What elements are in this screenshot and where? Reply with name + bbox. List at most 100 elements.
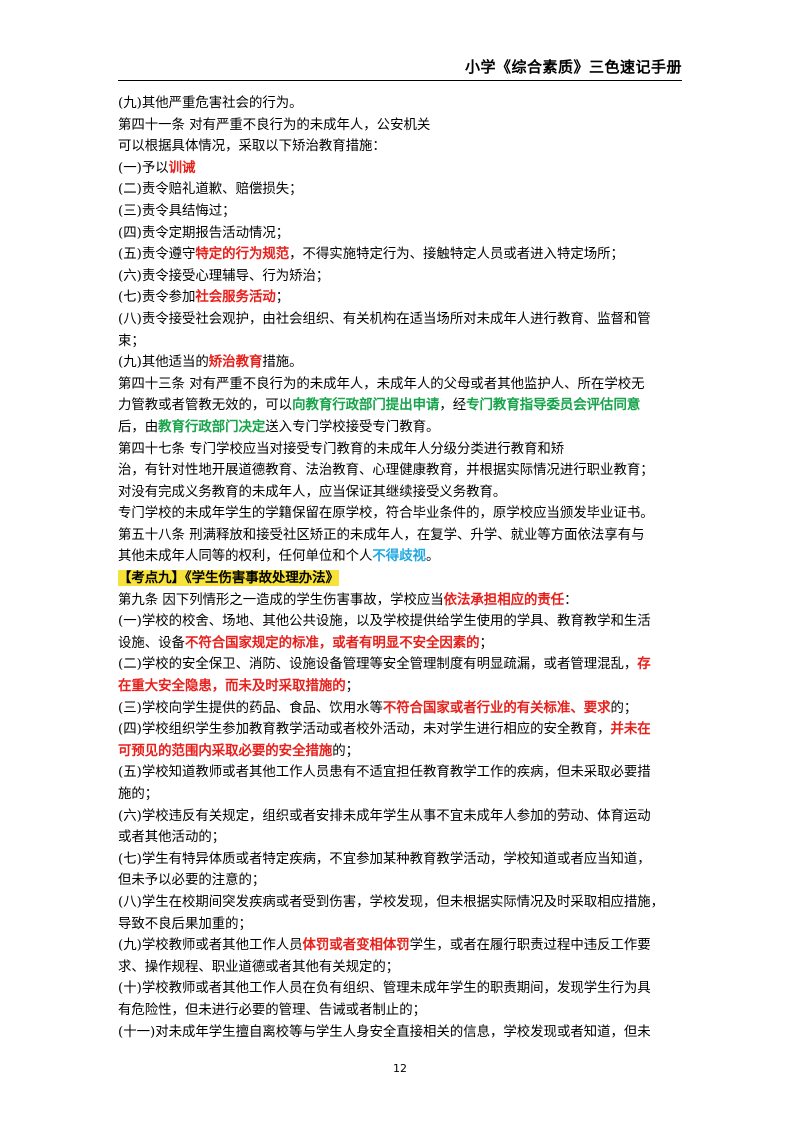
text-line: (八)学生在校期间突发疾病或者受到伤害，学校发现，但未根据实际情况及时采取相应措… [118, 892, 684, 914]
text-line: (七)责令参加社会服务活动； [118, 287, 684, 309]
text-line: 【考点九】《学生伤害事故处理办法》 [118, 568, 684, 590]
text-line: (二)学校的安全保卫、消防、设施设备管理等安全管理制度有明显疏漏，或者管理混乱，… [118, 654, 684, 676]
text-line: (十)学校教师或者其他工作人员在负有组织、管理未成年学生的职责期间，发现学生行为… [118, 978, 684, 1000]
body-text: 第五十八条 刑满释放和接受社区矫正的未成年人，在复学、升学、就业等方面依法享有与 [118, 527, 645, 543]
text-line: (九)学校教师或者其他工作人员体罚或者变相体罚学生，或者在履行职责过程中违反工作… [118, 935, 684, 957]
body-text: 后，由 [118, 419, 159, 435]
text-line: (九)其他严重危害社会的行为。 [118, 93, 684, 115]
text-line: 设施、设备不符合国家规定的标准，或者有明显不安全因素的； [118, 633, 684, 655]
text-line: (十一)对未成年学生擅自离校等与学生人身安全直接相关的信息，学校发现或者知道，但… [118, 1022, 684, 1044]
text-line: (八)责令接受社会观护，由社会组织、有关机构在适当场所对未成年人进行教育、监督和… [118, 309, 684, 331]
header-divider [118, 80, 682, 81]
body-text: (八)学生在校期间突发疾病或者受到伤害，学校发现，但未根据实际情况及时采取相应措… [118, 894, 665, 910]
text-line: 对没有完成义务教育的未成年人，应当保证其继续接受义务教育。 [118, 482, 684, 504]
text-line: 导致不良后果加重的； [118, 914, 684, 936]
emphasis-text-red: 体罚或者变相体罚 [302, 937, 410, 954]
text-line: (九)其他适当的矫治教育措施。 [118, 352, 684, 374]
text-line: (一)予以训诫 [118, 158, 684, 180]
text-line: 其他未成年人同等的权利，任何单位和个人不得歧视。 [118, 546, 684, 568]
body-text: (三)责令具结悔过； [118, 203, 236, 219]
text-line: (三)责令具结悔过； [118, 201, 684, 223]
page-number: 12 [393, 1062, 407, 1075]
body-text: ； [345, 679, 360, 695]
body-text: 可以根据具体情况，采取以下矫治教育措施： [118, 139, 386, 155]
text-line: 第五十八条 刑满释放和接受社区矫正的未成年人，在复学、升学、就业等方面依法享有与 [118, 525, 684, 547]
body-text: 但未予以必要的注意的； [118, 873, 266, 889]
body-text: 或者其他活动的； [118, 830, 226, 846]
text-line: (七)学生有特异体质或者特定疾病，不宜参加某种教育教学活动，学校知道或者应当知道… [118, 849, 684, 871]
text-line: 束； [118, 331, 684, 353]
body-text: (九)学校教师或者其他工作人员 [118, 938, 303, 954]
body-text: 专门学校的未成年学生的学籍保留在原学校，符合毕业条件的，原学校应当颁发毕业证书。 [118, 506, 654, 522]
body-text: 措施。 [262, 355, 303, 371]
body-text: (四)责令定期报告活动情况； [118, 225, 290, 241]
text-line: 第九条 因下列情形之一造成的学生伤害事故，学校应当依法承担相应的责任： [118, 590, 684, 612]
text-line: 施的； [118, 784, 684, 806]
body-text: ； [479, 635, 493, 651]
body-text: (十一)对未成年学生擅自离校等与学生人身安全直接相关的信息，学校发现或者知道，但… [118, 1024, 651, 1040]
text-line: (六)责令接受心理辅导、行为矫治； [118, 266, 684, 288]
text-line: 第四十一条 对有严重不良行为的未成年人，公安机关 [118, 115, 684, 137]
body-text: (四)学校组织学生参加教育教学活动或者校外活动，未对学生进行相应的安全教育， [118, 722, 611, 738]
text-line: (四)责令定期报告活动情况； [118, 223, 684, 245]
emphasis-text-red: 矫治教育 [208, 354, 263, 371]
body-text: (二)责令赔礼道歉、赔偿损失； [118, 182, 303, 198]
body-text: (一)学校的校舍、场地、其他公共设施，以及学校提供给学生使用的学具、教育教学和生… [118, 614, 651, 630]
text-line: 可以根据具体情况，采取以下矫治教育措施： [118, 136, 684, 158]
body-text: 设施、设备 [118, 635, 185, 651]
body-text: 束； [118, 333, 145, 349]
body-text: 送入专门学校接受专门教育。 [265, 419, 440, 435]
emphasis-text-green: 教育行政部门决定 [158, 418, 266, 435]
text-line: 力管教或者管教无效的，可以向教育行政部门提出申请，经专门教育指导委员会评估同意 [118, 395, 684, 417]
body-text: 。 [425, 549, 440, 565]
emphasis-text-green: 专门教育指导委员会评估同意 [466, 397, 641, 414]
text-line: 有危险性，但未进行必要的管理、告诫或者制止的； [118, 1000, 684, 1022]
body-text: 对没有完成义务教育的未成年人，应当保证其继续接受义务教育。 [118, 484, 507, 500]
document-body: (九)其他严重危害社会的行为。第四十一条 对有严重不良行为的未成年人，公安机关可… [118, 93, 684, 1043]
text-line: (二)责令赔礼道歉、赔偿损失； [118, 179, 684, 201]
text-line: (一)学校的校舍、场地、其他公共设施，以及学校提供给学生使用的学具、教育教学和生… [118, 611, 684, 633]
body-text: 求、操作规程、职业道德或者其他有关规定的； [118, 959, 400, 975]
emphasis-text-red: 存 [637, 656, 651, 673]
header-title: 小学《综合素质》三色速记手册 [464, 58, 682, 76]
body-text: (二)学校的安全保卫、消防、设施设备管理等安全管理制度有明显疏漏，或者管理混乱， [118, 657, 638, 673]
body-text: (五)责令遵守 [118, 247, 196, 263]
body-text: 学生，或者在履行职责过程中违反工作要 [409, 938, 651, 954]
body-text: (三)学校向学生提供的药品、食品、饮用水等 [118, 700, 383, 716]
emphasis-text-red: 训诫 [168, 159, 196, 176]
text-line: (六)学校违反有关规定，组织或者安排未成年学生从事不宜未成年人参加的劳动、体育运… [118, 806, 684, 828]
body-text: 第四十三条 对有严重不良行为的未成年人，未成年人的父母或者其他监护人、所在学校无 [118, 376, 645, 392]
text-line: 在重大安全隐患，而未及时采取措施的； [118, 676, 684, 698]
text-line: (四)学校组织学生参加教育教学活动或者校外活动，未对学生进行相应的安全教育，并未… [118, 719, 684, 741]
text-line: 第四十七条 专门学校应当对接受专门教育的未成年人分级分类进行教育和矫 [118, 439, 684, 461]
text-line: 但未予以必要的注意的； [118, 870, 684, 892]
body-text: ： [564, 592, 578, 608]
emphasis-text-red: 社会服务活动 [195, 289, 276, 306]
body-text: (六)学校违反有关规定，组织或者安排未成年学生从事不宜未成年人参加的劳动、体育运… [118, 808, 651, 824]
text-line: 或者其他活动的； [118, 827, 684, 849]
emphasis-text-red: 不符合国家或者行业的有关标准、要求 [382, 699, 611, 716]
emphasis-text-green: 向教育行政部门提出申请 [292, 397, 440, 414]
emphasis-text-red: 并未在 [610, 721, 651, 738]
body-text: 导致不良后果加重的； [118, 916, 252, 932]
body-text: (一)予以 [118, 160, 169, 176]
text-line: 治，有针对性地开展道德教育、法治教育、心理健康教育，并根据实际情况进行职业教育； [118, 460, 684, 482]
text-line: 专门学校的未成年学生的学籍保留在原学校，符合毕业条件的，原学校应当颁发毕业证书。 [118, 503, 684, 525]
body-text: (七)学生有特异体质或者特定疾病，不宜参加某种教育教学活动，学校知道或者应当知道… [118, 851, 651, 867]
body-text: (九)其他适当的 [118, 355, 209, 371]
emphasis-text-red: 依法承担相应的责任 [443, 591, 565, 608]
body-text: ，不得实施特定行为、接触特定人员或者进入特定场所； [289, 247, 624, 263]
body-text: 其他未成年人同等的权利，任何单位和个人 [118, 549, 373, 565]
emphasis-text-hl: 【考点九】《学生伤害事故处理办法》 [118, 570, 339, 587]
body-text: ，经 [439, 398, 467, 414]
body-text: 第四十七条 专门学校应当对接受专门教育的未成年人分级分类进行教育和矫 [118, 441, 565, 457]
emphasis-text-red: 可预见的范围内采取必要的安全措施 [118, 742, 333, 759]
body-text: 治，有针对性地开展道德教育、法治教育、心理健康教育，并根据实际情况进行职业教育； [118, 463, 654, 479]
emphasis-text-blue: 不得歧视 [372, 548, 426, 565]
body-text: 的； [332, 743, 360, 759]
text-line: (三)学校向学生提供的药品、食品、饮用水等不符合国家或者行业的有关标准、要求的； [118, 698, 684, 720]
emphasis-text-red: 特定的行为规范 [195, 246, 290, 263]
text-line: (五)责令遵守特定的行为规范，不得实施特定行为、接触特定人员或者进入特定场所； [118, 244, 684, 266]
text-line: 求、操作规程、职业道德或者其他有关规定的； [118, 957, 684, 979]
body-text: (八)责令接受社会观护，由社会组织、有关机构在适当场所对未成年人进行教育、监督和… [118, 311, 651, 327]
